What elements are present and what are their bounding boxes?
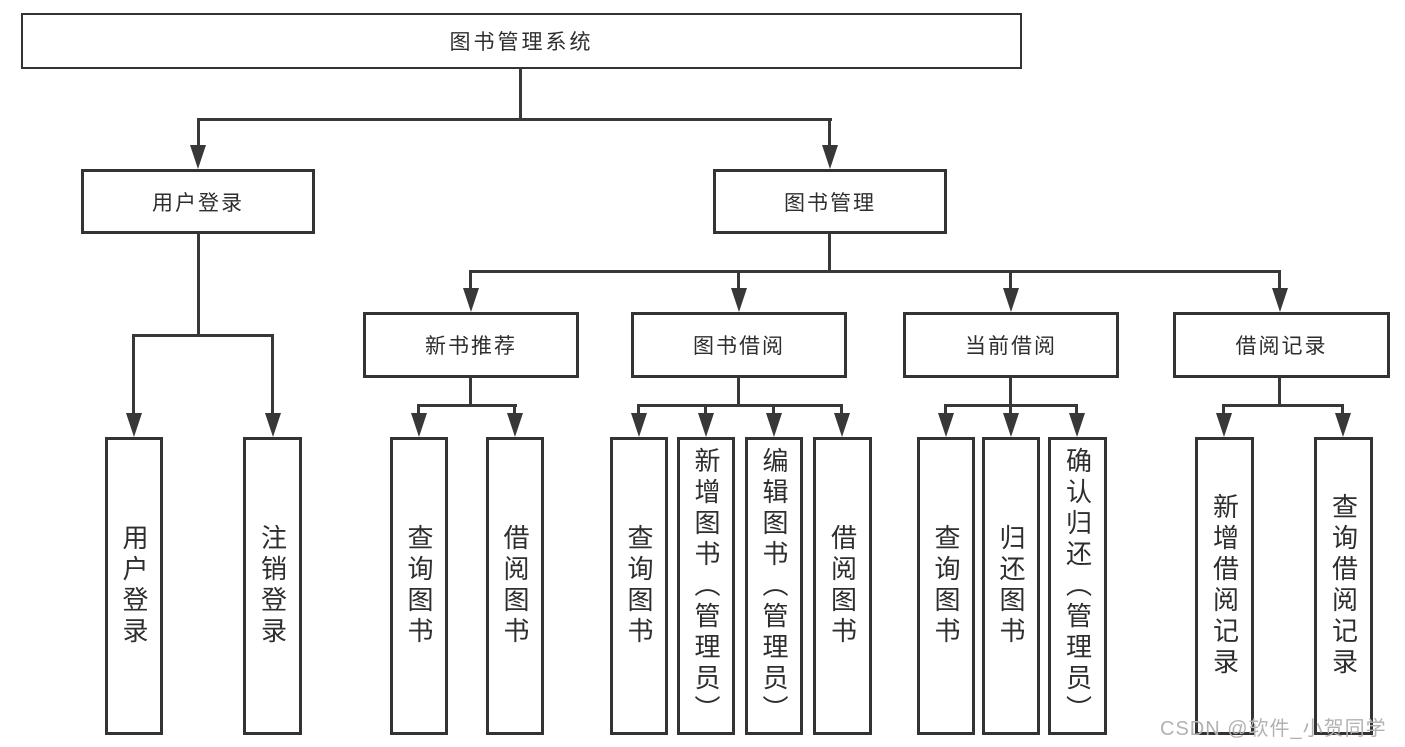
connector-line — [737, 270, 740, 294]
node-book-management: 图书管理 — [713, 169, 947, 234]
leaf-add-books-admin: 新增图书（管理员） — [677, 437, 735, 735]
arrowhead-down-icon — [631, 413, 647, 437]
connector-line — [513, 404, 516, 418]
node-root-library-management-system: 图书管理系统 — [21, 13, 1022, 69]
leaf-query-books-borrowing: 查询图书 — [610, 437, 668, 735]
connector-line — [132, 334, 274, 337]
leaf-query-books-current: 查询图书 — [917, 437, 975, 735]
node-user-login: 用户登录 — [81, 169, 315, 234]
connector-line — [469, 378, 472, 407]
arrowhead-down-icon — [698, 413, 714, 437]
connector-line — [519, 68, 522, 121]
leaf-borrow-books: 借阅图书 — [813, 437, 872, 735]
arrowhead-down-icon — [411, 413, 427, 437]
arrowhead-down-icon — [126, 413, 142, 437]
arrowhead-down-icon — [938, 413, 954, 437]
node-borrow-records: 借阅记录 — [1173, 312, 1390, 378]
arrowhead-down-icon — [1003, 288, 1019, 312]
node-label: 当前借阅 — [965, 335, 1057, 358]
node-book-borrowing: 图书借阅 — [631, 312, 847, 378]
leaf-add-borrow-record: 新增借阅记录 — [1195, 437, 1254, 735]
connector-line — [840, 404, 843, 418]
node-label: 图书管理系统 — [449, 31, 594, 54]
leaf-label: 注销登录 — [257, 524, 288, 648]
leaf-logout: 注销登录 — [243, 437, 302, 735]
connector-line — [1278, 378, 1281, 407]
leaf-label: 编辑图书（管理员） — [759, 446, 789, 726]
connector-line — [469, 270, 472, 294]
connector-line — [417, 404, 420, 418]
node-label: 借阅记录 — [1235, 335, 1328, 358]
leaf-label: 新增图书（管理员） — [691, 446, 721, 726]
leaf-borrow-books-recommend: 借阅图书 — [486, 437, 544, 735]
arrowhead-down-icon — [507, 413, 523, 437]
leaf-return-books: 归还图书 — [982, 437, 1040, 735]
node-new-book-recommend: 新书推荐 — [363, 312, 579, 378]
connector-line — [828, 234, 831, 273]
connector-line — [1009, 270, 1012, 294]
connector-line — [1009, 404, 1012, 418]
connector-line — [1222, 404, 1344, 407]
connector-line — [469, 270, 1281, 273]
leaf-confirm-return-admin: 确认归还（管理员） — [1048, 437, 1107, 735]
leaf-label: 查询图书 — [931, 524, 961, 648]
leaf-label: 借阅图书 — [500, 524, 530, 648]
arrowhead-down-icon — [463, 288, 479, 312]
leaf-query-borrow-record: 查询借阅记录 — [1314, 437, 1373, 735]
leaf-label: 归还图书 — [996, 524, 1026, 648]
node-current-borrowing: 当前借阅 — [903, 312, 1119, 378]
node-label: 新书推荐 — [425, 335, 517, 358]
arrowhead-down-icon — [766, 413, 782, 437]
connector-line — [132, 334, 135, 418]
arrowhead-down-icon — [834, 413, 850, 437]
connector-line — [737, 378, 740, 407]
connector-line — [1341, 404, 1344, 418]
connector-line — [1075, 404, 1078, 418]
leaf-label: 确认归还（管理员） — [1062, 446, 1093, 726]
arrowhead-down-icon — [1069, 413, 1085, 437]
connector-line — [1222, 404, 1225, 418]
leaf-label: 用户登录 — [119, 524, 149, 648]
arrowhead-down-icon — [1272, 288, 1288, 312]
node-label: 图书管理 — [784, 191, 876, 215]
leaf-edit-books-admin: 编辑图书（管理员） — [745, 437, 803, 735]
leaf-label: 查询图书 — [404, 524, 434, 648]
connector-line — [637, 404, 640, 418]
connector-line — [828, 118, 831, 150]
connector-line — [1009, 378, 1012, 407]
leaf-query-books-recommend: 查询图书 — [390, 437, 448, 735]
leaf-label: 借阅图书 — [827, 524, 858, 648]
leaf-user-login: 用户登录 — [105, 437, 163, 735]
arrowhead-down-icon — [822, 145, 838, 169]
connector-line — [197, 118, 200, 150]
arrowhead-down-icon — [1335, 413, 1351, 437]
leaf-label: 查询借阅记录 — [1328, 493, 1359, 679]
connector-line — [197, 118, 832, 121]
arrowhead-down-icon — [1216, 413, 1232, 437]
arrowhead-down-icon — [731, 288, 747, 312]
connector-line — [944, 404, 947, 418]
arrowhead-down-icon — [265, 413, 281, 437]
connector-line — [271, 334, 274, 418]
csdn-watermark: CSDN @软件_小贺同学 — [1160, 718, 1387, 740]
leaf-label: 查询图书 — [624, 524, 654, 648]
node-label: 用户登录 — [152, 191, 244, 215]
arrowhead-down-icon — [1003, 413, 1019, 437]
arrowhead-down-icon — [190, 145, 206, 169]
connector-line — [417, 404, 517, 407]
connector-line — [704, 404, 707, 418]
node-label: 图书借阅 — [693, 335, 785, 358]
connector-line — [197, 234, 200, 337]
connector-line — [637, 404, 843, 407]
connector-line — [772, 404, 775, 418]
leaf-label: 新增借阅记录 — [1209, 493, 1240, 679]
connector-line — [1278, 270, 1281, 294]
